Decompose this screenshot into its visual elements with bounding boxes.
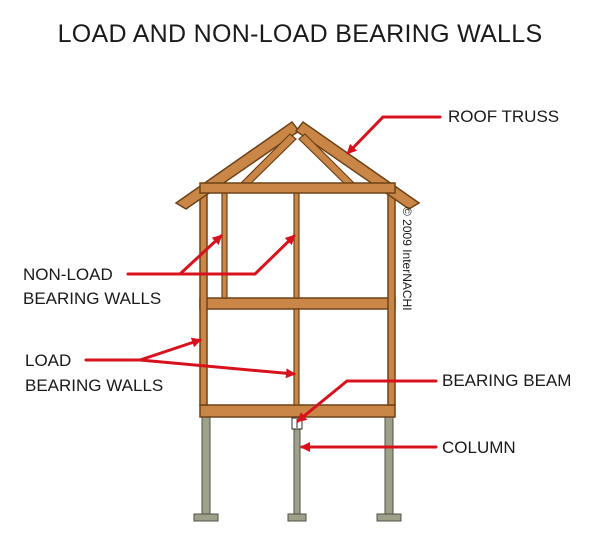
truss-right-rafter bbox=[294, 120, 421, 210]
diagram-title: LOAD AND NON-LOAD BEARING WALLS bbox=[57, 20, 543, 48]
first-floor-platform bbox=[199, 404, 396, 418]
footing-right bbox=[376, 513, 402, 522]
upper-interior-wall-left bbox=[221, 192, 228, 299]
foundation-wall-right bbox=[384, 416, 394, 518]
callout-arrows bbox=[84, 115, 442, 452]
footing-center bbox=[287, 513, 307, 522]
roof-truss bbox=[174, 120, 421, 210]
truss-bottom-chord bbox=[199, 182, 396, 194]
label-load-line2: BEARING WALLS bbox=[25, 376, 164, 395]
exterior-wall-left bbox=[199, 192, 208, 406]
label-non-load-line1: NON-LOAD bbox=[23, 265, 113, 284]
bearing-beam-arrow bbox=[296, 379, 438, 423]
label-load-line1: LOAD bbox=[25, 351, 72, 370]
second-floor-platform bbox=[199, 297, 396, 310]
foundation bbox=[193, 416, 402, 522]
footing-left bbox=[193, 513, 219, 522]
roof-truss-arrow bbox=[346, 115, 442, 155]
foundation-wall-left bbox=[201, 416, 211, 518]
copyright-notice: © 2009 InterNACHI bbox=[400, 207, 414, 311]
exterior-wall-right bbox=[387, 192, 396, 406]
load-arrow-left bbox=[84, 337, 202, 362]
load-arrow-right bbox=[138, 358, 296, 379]
label-non-load-line2: BEARING WALLS bbox=[23, 289, 162, 308]
upper-interior-wall-center bbox=[293, 192, 300, 299]
label-roof-truss: ROOF TRUSS bbox=[448, 107, 560, 126]
label-bearing-beam: BEARING BEAM bbox=[442, 371, 572, 390]
non-load-arrow-right bbox=[178, 234, 296, 276]
label-column: COLUMN bbox=[442, 438, 516, 457]
truss-left-rafter bbox=[174, 120, 301, 210]
column-post bbox=[293, 427, 301, 517]
lower-interior-wall-center bbox=[293, 308, 300, 406]
